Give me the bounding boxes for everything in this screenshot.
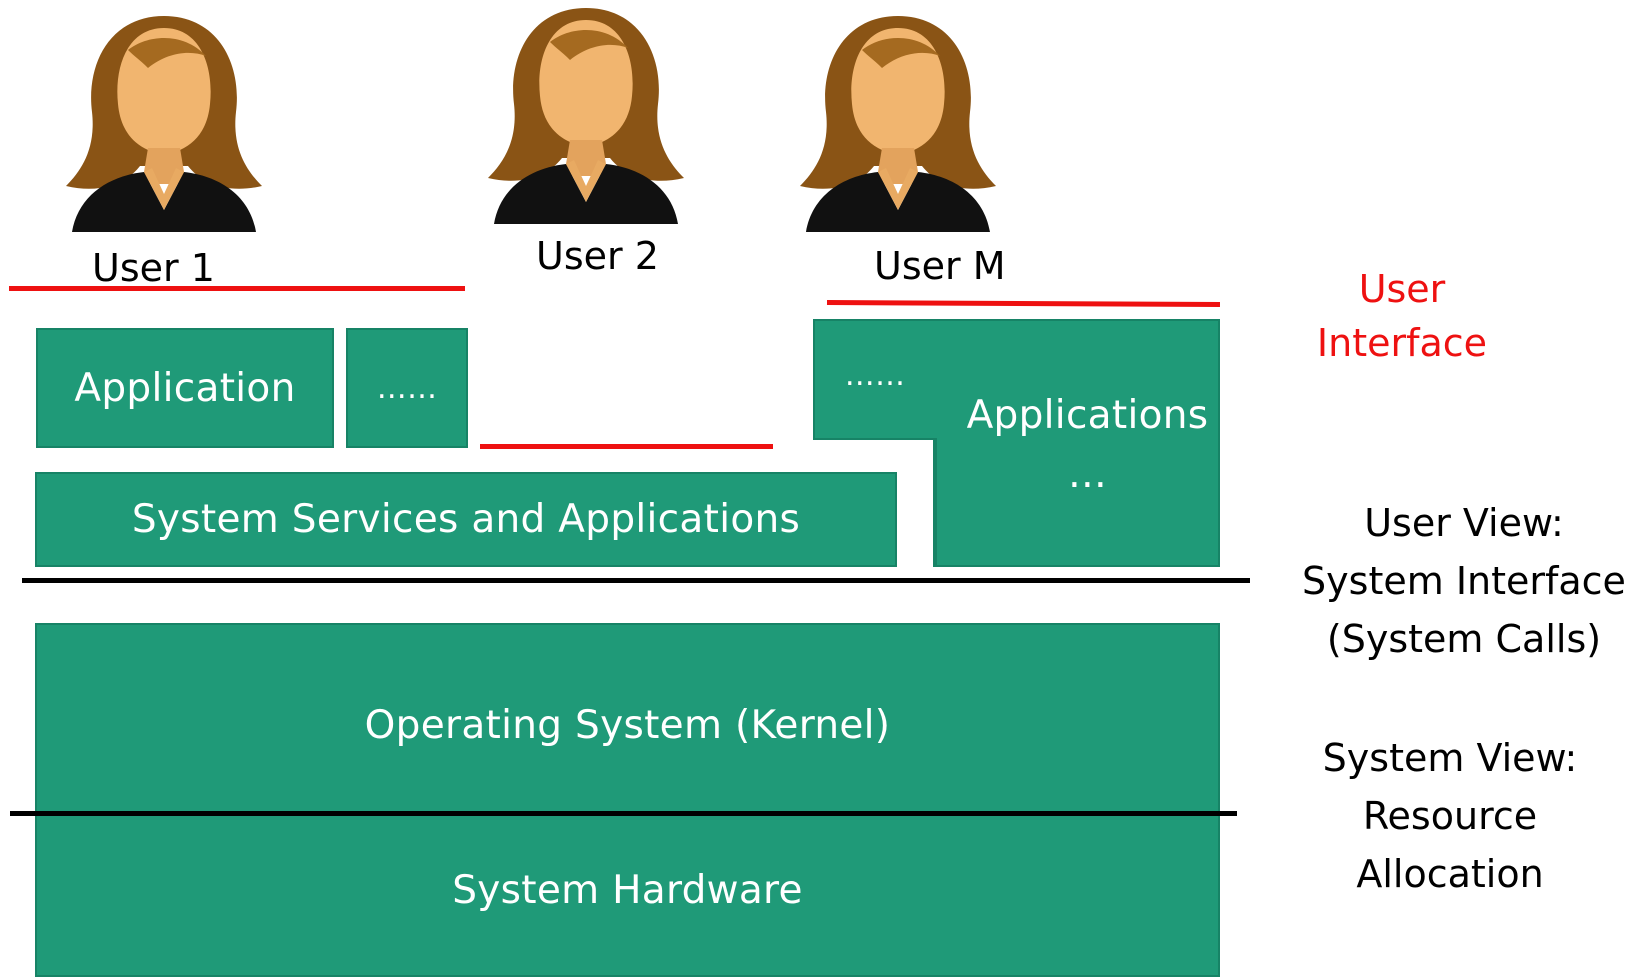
hardware-label-wrap: System Hardware bbox=[35, 868, 1220, 913]
user-view-label: User View: System Interface (System Call… bbox=[1294, 494, 1634, 668]
hardware-label: System Hardware bbox=[452, 868, 803, 913]
system-view-line-1: System View: bbox=[1322, 736, 1578, 780]
user-avatar-icon bbox=[488, 8, 684, 224]
system-services-label: System Services and Applications bbox=[131, 497, 801, 542]
applications-label: Applications bbox=[966, 393, 1209, 438]
kernel-box: Operating System (Kernel) bbox=[35, 623, 1220, 977]
application-box: Application bbox=[36, 328, 334, 448]
application-label: Application bbox=[74, 365, 296, 411]
user-interface-line-1 bbox=[9, 286, 465, 291]
applications-ellipsis: … bbox=[1067, 452, 1108, 497]
user-2-label: User 2 bbox=[536, 234, 659, 278]
system-view-label: System View: Resource Allocation bbox=[1294, 729, 1606, 903]
system-services-box: System Services and Applications bbox=[35, 472, 897, 567]
user-avatar-icon bbox=[66, 16, 262, 232]
user-interface-label: User Interface bbox=[1316, 267, 1488, 365]
more-applications-box-left: …… bbox=[346, 328, 468, 448]
applications-box: Applications … bbox=[933, 319, 1220, 567]
user-1-label: User 1 bbox=[92, 246, 215, 290]
system-view-line-3: Allocation bbox=[1356, 852, 1544, 896]
dots-label-left: …… bbox=[376, 370, 438, 406]
user-view-line-1: User View: bbox=[1364, 501, 1564, 545]
user-avatar-icon bbox=[800, 16, 996, 232]
more-applications-box-right: …… bbox=[813, 319, 937, 440]
user-interface-line-m bbox=[826, 300, 1221, 308]
kernel-label: Operating System (Kernel) bbox=[364, 703, 891, 748]
user-view-line-3: (System Calls) bbox=[1326, 617, 1602, 661]
user-interface-line-2 bbox=[480, 444, 773, 449]
system-view-line bbox=[10, 811, 1237, 816]
user-m-label: User M bbox=[874, 244, 1006, 288]
system-interface-line bbox=[22, 578, 1250, 583]
system-view-line-2: Resource bbox=[1362, 794, 1538, 838]
dots-label-right: …… bbox=[844, 358, 906, 393]
applications-box-notch bbox=[933, 438, 937, 567]
user-view-line-2: System Interface bbox=[1302, 559, 1626, 603]
